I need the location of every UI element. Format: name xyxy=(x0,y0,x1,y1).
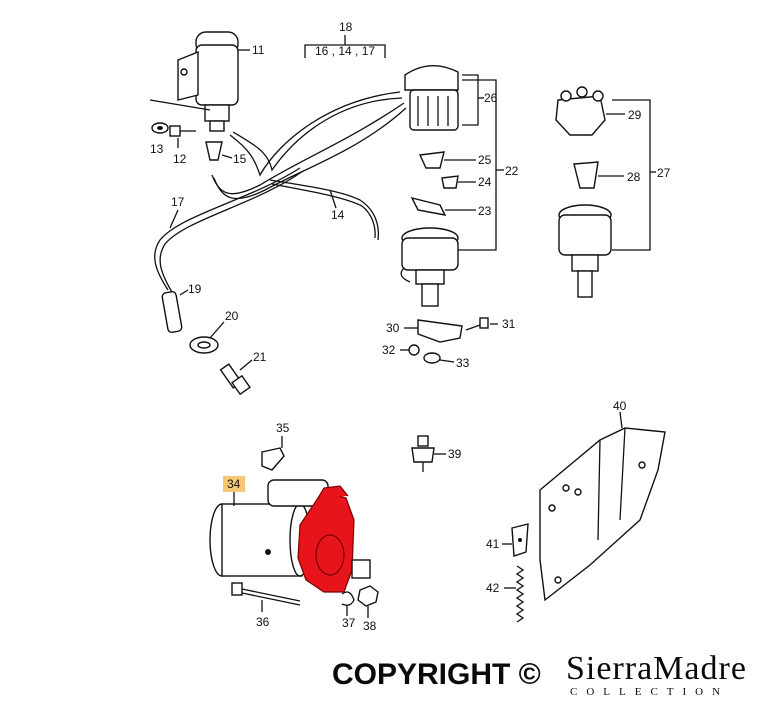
callout-19: 19 xyxy=(188,282,202,296)
points-23 xyxy=(410,196,447,216)
clip-24 xyxy=(441,175,459,189)
callout-23: 23 xyxy=(478,204,492,218)
brand-subtitle: COLLECTION xyxy=(570,686,730,698)
callout-34-bg xyxy=(223,476,245,492)
washer-37 xyxy=(341,591,355,606)
callout-18: 18 xyxy=(339,20,353,34)
callout-24: 24 xyxy=(478,175,492,189)
callout-35: 35 xyxy=(276,421,290,435)
copyright-notice: COPYRIGHT © xyxy=(332,658,541,691)
callout-22: 22 xyxy=(505,164,519,178)
callout-42: 42 xyxy=(486,581,500,595)
callout-36: 36 xyxy=(256,615,270,629)
callout-40: 40 xyxy=(613,399,627,413)
callout-14: 14 xyxy=(331,208,345,222)
spark-plug-21 xyxy=(219,363,251,396)
distributor-cap-right xyxy=(555,86,606,136)
rotor-28 xyxy=(573,161,599,189)
bolt-31 xyxy=(465,317,489,331)
callout-21: 21 xyxy=(253,350,267,364)
callout-41: 41 xyxy=(486,537,500,551)
sender-39 xyxy=(411,435,435,472)
callout-39: 39 xyxy=(448,447,462,461)
ignition-wires xyxy=(154,91,407,293)
callout-30: 30 xyxy=(386,321,400,335)
bolt-36 xyxy=(231,582,301,606)
callout-29: 29 xyxy=(628,108,642,122)
nut-38 xyxy=(357,585,379,607)
brand-logo: SierraMadre xyxy=(566,650,747,687)
callout-15: 15 xyxy=(233,152,247,166)
callout-20: 20 xyxy=(225,309,239,323)
callout-26: 26 xyxy=(484,91,498,105)
distributor-cap xyxy=(404,65,459,131)
rotor-25 xyxy=(418,151,445,169)
callout-11: 11 xyxy=(252,43,265,57)
clip-41 xyxy=(511,523,529,557)
boot-15 xyxy=(205,141,223,161)
spring-42 xyxy=(515,565,525,623)
callout-25: 25 xyxy=(478,153,492,167)
distributor-body-left xyxy=(400,227,459,307)
nut-32 xyxy=(408,344,420,356)
callout-17: 17 xyxy=(171,195,185,209)
bolt-12 xyxy=(169,125,196,137)
starter-nose-highlight xyxy=(297,485,355,593)
washer-13 xyxy=(151,122,169,134)
clamp-30 xyxy=(417,319,463,343)
footer: COPYRIGHT © SierraMadre COLLECTION xyxy=(332,648,762,700)
plug-boot-19 xyxy=(161,291,183,333)
pinion xyxy=(351,559,371,579)
callout-38: 38 xyxy=(363,619,377,633)
washer-33 xyxy=(423,352,441,364)
callout-34: 34 xyxy=(227,477,241,491)
cable-boot-35 xyxy=(261,447,285,471)
callout-31: 31 xyxy=(502,317,516,331)
callout-32: 32 xyxy=(382,343,396,357)
distributor-body-right xyxy=(558,204,612,298)
callout-16-14-17: 16 , 14 , 17 xyxy=(315,44,375,58)
bracket-40 xyxy=(539,427,666,602)
callout-27: 27 xyxy=(657,166,671,180)
ignition-coil xyxy=(177,31,239,132)
callout-13: 13 xyxy=(150,142,164,156)
callout-12: 12 xyxy=(173,152,187,166)
callout-33: 33 xyxy=(456,356,470,370)
seal-20 xyxy=(189,336,219,354)
callout-37: 37 xyxy=(342,616,356,630)
callout-28: 28 xyxy=(627,170,641,184)
